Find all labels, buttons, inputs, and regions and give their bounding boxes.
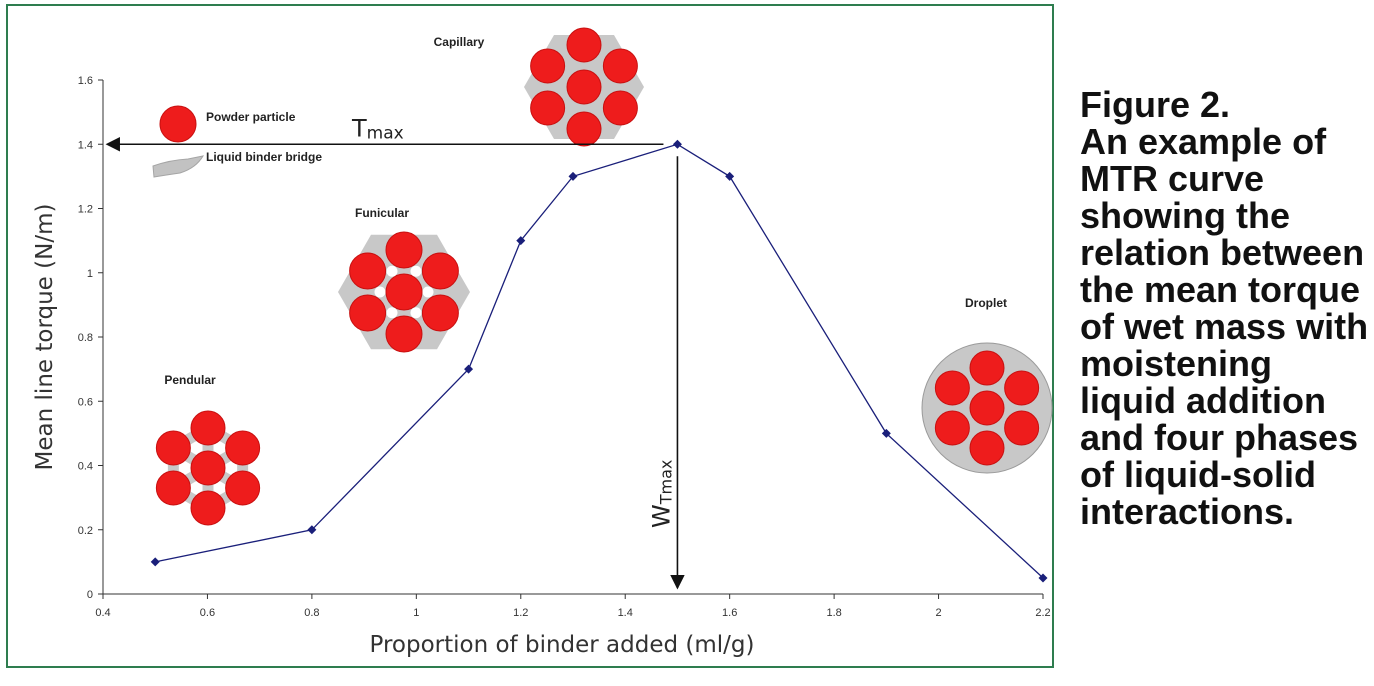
- binder-bridge-label: Liquid binder bridge: [206, 150, 322, 164]
- figure-frame: [6, 4, 1054, 668]
- caption-line: of liquid-solid: [1080, 454, 1316, 495]
- mtr-chart: 0.4 0.6 0.8 1 1.2 1.4 1.6 1.8 2 2.2 0 0.2 0.4 0.6 0.8…: [32, 27, 1053, 658]
- droplet-particle: [934, 410, 970, 446]
- x-axis-title: Proportion of binder added (ml/g): [370, 632, 755, 658]
- funicular-pore: [410, 265, 422, 277]
- capillary-particle: [566, 69, 602, 105]
- caption-line: the mean torque: [1080, 269, 1361, 310]
- data-point: [568, 171, 578, 181]
- funicular-particle: [349, 252, 387, 290]
- x-tick-label: 1.8: [826, 607, 841, 619]
- data-point: [150, 557, 160, 567]
- phase-label-capillary: Capillary: [434, 35, 485, 49]
- caption-line: relation between: [1080, 232, 1365, 273]
- data-point: [672, 139, 682, 149]
- funicular-particle: [385, 273, 423, 311]
- caption-line: and four phases: [1080, 417, 1359, 458]
- caption-line: An example of: [1080, 121, 1327, 162]
- capillary-particle: [530, 90, 566, 126]
- phase-illustrations: [155, 27, 1053, 526]
- x-tick-label: 1: [413, 607, 419, 619]
- caption-line: MTR curve: [1080, 158, 1265, 199]
- capillary-particle: [602, 90, 638, 126]
- binder-bridge-legend-icon: [152, 155, 204, 178]
- pendular-particle: [155, 430, 191, 466]
- y-tick-label: 1: [87, 268, 93, 280]
- x-tick-label: 2: [935, 607, 941, 619]
- series-layer: [150, 139, 1048, 583]
- y-tick-label: 1.2: [78, 204, 93, 216]
- figure-caption: Figure 2. An example of MTR curve showin…: [1080, 86, 1370, 530]
- pendular-particle: [190, 450, 226, 486]
- x-tick-group: 0.4 0.6 0.8 1 1.2 1.4 1.6 1.8 2 2.2: [95, 594, 1051, 619]
- caption-line: of wet mass with: [1080, 306, 1369, 347]
- data-point: [1038, 573, 1048, 583]
- capillary-particle: [530, 48, 566, 84]
- y-tick-label: 1.6: [78, 75, 93, 87]
- x-tick-label: 0.8: [304, 607, 319, 619]
- droplet-particle: [969, 350, 1005, 386]
- x-tick-label: 0.6: [200, 607, 215, 619]
- pendular-particle: [190, 490, 226, 526]
- data-point: [516, 236, 526, 246]
- data-point: [725, 171, 735, 181]
- caption-line: moistening: [1080, 343, 1273, 384]
- funicular-particle: [385, 231, 423, 269]
- y-tick-group: 0 0.2 0.4 0.6 0.8 1 1.2 1.4 1.6: [78, 75, 103, 601]
- y-tick-label: 0.6: [78, 396, 93, 408]
- funicular-particle: [421, 252, 459, 290]
- y-tick-label: 0.2: [78, 525, 93, 537]
- pendular-particle: [225, 430, 261, 466]
- series-line: [155, 143, 1044, 579]
- data-point: [881, 428, 891, 438]
- capillary-particle: [566, 111, 602, 147]
- powder-particle-legend-icon: [159, 105, 197, 143]
- data-point: [307, 525, 317, 535]
- y-tick-label: 0: [87, 589, 93, 601]
- funicular-particle: [421, 294, 459, 332]
- y-tick-label: 1.4: [78, 139, 93, 151]
- x-tick-label: 2.2: [1035, 607, 1050, 619]
- pendular-particle: [190, 410, 226, 446]
- x-tick-label: 1.6: [722, 607, 737, 619]
- phase-label-funicular: Funicular: [355, 206, 409, 220]
- caption-label: Figure 2.: [1080, 84, 1231, 125]
- droplet-particle: [1004, 410, 1040, 446]
- y-tick-label: 0.4: [78, 461, 93, 473]
- pendular-particle: [155, 470, 191, 506]
- droplet-particle: [969, 430, 1005, 466]
- pendular-particle: [225, 470, 261, 506]
- caption-line: interactions.: [1080, 491, 1295, 532]
- phase-label-pendular: Pendular: [164, 373, 216, 387]
- funicular-pore: [386, 307, 398, 319]
- droplet-particle: [934, 370, 970, 406]
- caption-line: showing the: [1080, 195, 1290, 236]
- wtmax-label-main: W: [647, 504, 675, 528]
- funicular-pore: [374, 286, 386, 298]
- x-tick-label: 1.2: [513, 607, 528, 619]
- funicular-pore: [386, 265, 398, 277]
- tmax-label: Tmax: [351, 114, 404, 143]
- tmax-label-sub: max: [367, 123, 404, 143]
- capillary-particle: [602, 48, 638, 84]
- droplet-particle: [1004, 370, 1040, 406]
- tmax-label-main: T: [351, 114, 367, 142]
- funicular-particle: [385, 315, 423, 353]
- powder-particle-label: Powder particle: [206, 110, 296, 124]
- funicular-particle: [349, 294, 387, 332]
- x-tick-label: 1.4: [618, 607, 633, 619]
- x-tick-label: 0.4: [95, 607, 110, 619]
- y-tick-label: 0.8: [78, 332, 93, 344]
- caption-line: liquid addition: [1080, 380, 1326, 421]
- y-axis-title: Mean line torque (N/m): [32, 204, 58, 471]
- droplet-particle: [969, 390, 1005, 426]
- wtmax-label: WTmax: [647, 460, 675, 528]
- wtmax-label-sub: Tmax: [656, 460, 675, 506]
- capillary-particle: [566, 27, 602, 63]
- data-point: [464, 364, 474, 374]
- funicular-pore: [410, 307, 422, 319]
- phase-label-droplet: Droplet: [965, 296, 1007, 310]
- funicular-pore: [422, 286, 434, 298]
